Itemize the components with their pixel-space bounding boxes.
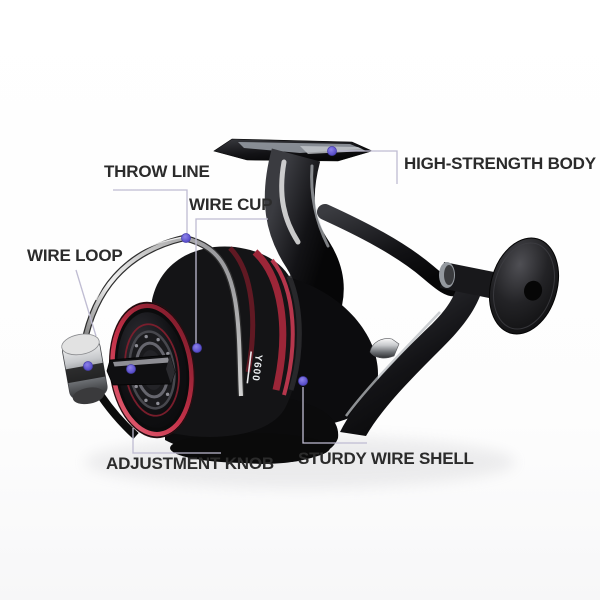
marker-dot-adjustment-knob [126, 364, 136, 374]
line-clip [369, 338, 400, 359]
marker-dot-wire-loop [83, 361, 93, 371]
leader-line-wire-cup [195, 218, 268, 344]
body-arch [317, 204, 464, 297]
leader-line-adjustment-knob [132, 428, 221, 454]
label-wire-loop: WIRE LOOP [27, 246, 123, 265]
leader-line-high-strength-body [337, 150, 398, 184]
handle-collar [439, 262, 494, 298]
leader-line-throw-line [113, 189, 188, 234]
leader-line-sturdy-wire-shell [302, 387, 367, 444]
label-adjustment-knob: ADJUSTMENT KNOB [106, 454, 274, 473]
handle-knob [489, 237, 559, 335]
bail-wire [80, 234, 245, 397]
marker-dot-throw-line [181, 233, 191, 243]
label-throw-line: THROW LINE [104, 162, 210, 181]
knob-hole [523, 280, 543, 301]
drag-adjustment-knob [106, 354, 176, 386]
spool-marking: Y600 [246, 351, 264, 384]
label-sturdy-wire-shell: STURDY WIRE SHELL [298, 449, 474, 468]
label-wire-cup: WIRE CUP [189, 195, 273, 214]
marker-dot-high-strength-body [327, 146, 337, 156]
drag-washer-dots [130, 334, 174, 406]
svg-text:Y600: Y600 [249, 354, 263, 382]
marker-dot-sturdy-wire-shell [298, 376, 308, 386]
leader-line-wire-loop [75, 269, 97, 337]
label-high-strength-body: HIGH-STRENGTH BODY [404, 154, 596, 173]
handle-arm [340, 290, 480, 436]
marker-dot-wire-cup [192, 343, 202, 353]
